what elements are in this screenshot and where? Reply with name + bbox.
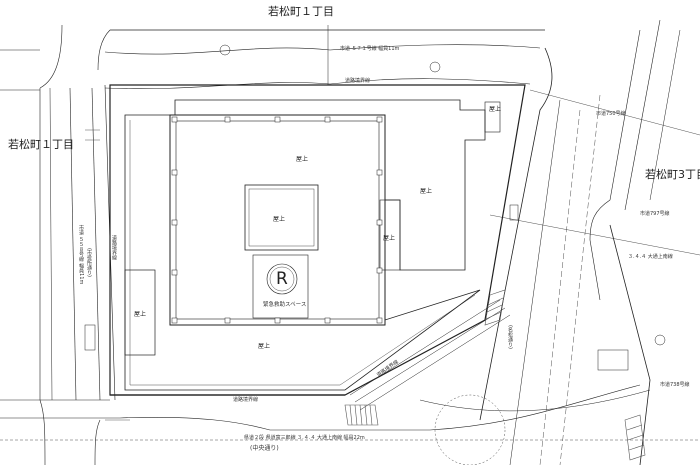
roof-label: 屋上 (489, 106, 502, 113)
roof-label: 屋上 (383, 235, 396, 242)
roof-label: 屋上 (420, 188, 433, 195)
tower-outline (169, 114, 386, 326)
road-label-top: 市道 ５７１号線 幅員11m (340, 46, 400, 52)
district-label-top: 若松町１丁目 (268, 5, 334, 18)
road-label-right-mid2: ３.４.４ 大通上南線 (628, 254, 673, 260)
site-boundary (109, 84, 526, 396)
road-label-right-bottom: 市道738号線 (660, 382, 690, 388)
boundary-label: 道路境界線 (233, 397, 259, 403)
boundary-label: 道路境界線 (111, 235, 117, 260)
boundary-label: 道路境界線 (345, 78, 371, 84)
street-fixtures (84, 44, 666, 371)
road-label-bottom: 県道２段 県道富三郎線 ３.４.４ 大通上南線 幅員22m (244, 435, 365, 441)
roof-label: 屋上 (258, 343, 271, 350)
road-name-left: (市役所通り) (86, 248, 92, 277)
stair-hatch (85, 129, 646, 461)
heliport-pad (252, 254, 309, 319)
road-name-right: (名松通り) (507, 325, 513, 349)
roof-room (244, 184, 319, 251)
roof-label: 屋上 (134, 311, 147, 318)
top-road-curb (104, 78, 531, 90)
heliport-symbol: R (276, 269, 288, 289)
heliport-label: 緊急救助スペース (263, 302, 307, 308)
top-road-curb (104, 44, 541, 55)
road-label-left: 市道 ５５８号線 幅員11m (78, 225, 84, 285)
roof-label: 屋上 (296, 156, 309, 163)
building-outline (124, 99, 486, 391)
road-label-right-top: 市道750号線 (596, 111, 626, 117)
district-label-left: 若松町１丁目 (8, 138, 74, 151)
right-road-edge (479, 47, 553, 421)
district-label-right: 若松町3丁目 (645, 168, 700, 181)
column-markers (171, 116, 383, 324)
road-label-right-mid: 市道797号線 (640, 211, 670, 217)
road-name-bottom: (中央通り) (250, 445, 279, 452)
roof-label: 屋上 (273, 216, 286, 223)
